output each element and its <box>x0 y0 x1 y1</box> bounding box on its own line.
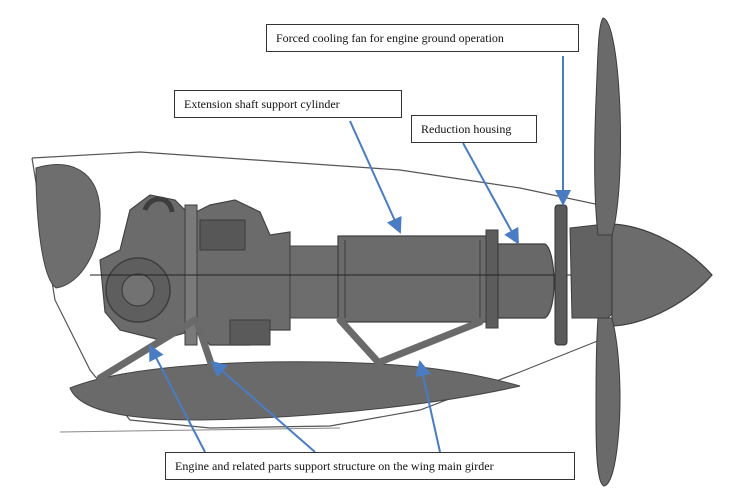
cooling-fan-disk <box>554 204 568 346</box>
arrow-extension-shaft <box>349 120 402 234</box>
arrow-support-1 <box>149 344 206 453</box>
label-reduction-housing: Reduction housing <box>411 115 537 143</box>
label-extension-shaft: Extension shaft support cylinder <box>174 90 402 118</box>
propeller-blade-lower <box>595 317 621 487</box>
label-cooling-fan: Forced cooling fan for engine ground ope… <box>266 24 579 52</box>
arrow-support-2 <box>210 360 316 453</box>
extension-shaft-cylinder <box>289 229 499 329</box>
reduction-housing-shape <box>497 243 555 319</box>
propeller-blade-upper <box>594 17 622 236</box>
arrow-reduction-housing <box>462 142 519 245</box>
spinner <box>611 223 713 327</box>
arrow-support-3 <box>415 360 441 453</box>
front-fairing <box>35 164 101 289</box>
label-support-structure: Engine and related parts support structu… <box>165 452 575 480</box>
nacelle-lower-line <box>59 427 341 433</box>
wing-main-girder <box>69 361 521 421</box>
engine-block <box>99 194 291 346</box>
